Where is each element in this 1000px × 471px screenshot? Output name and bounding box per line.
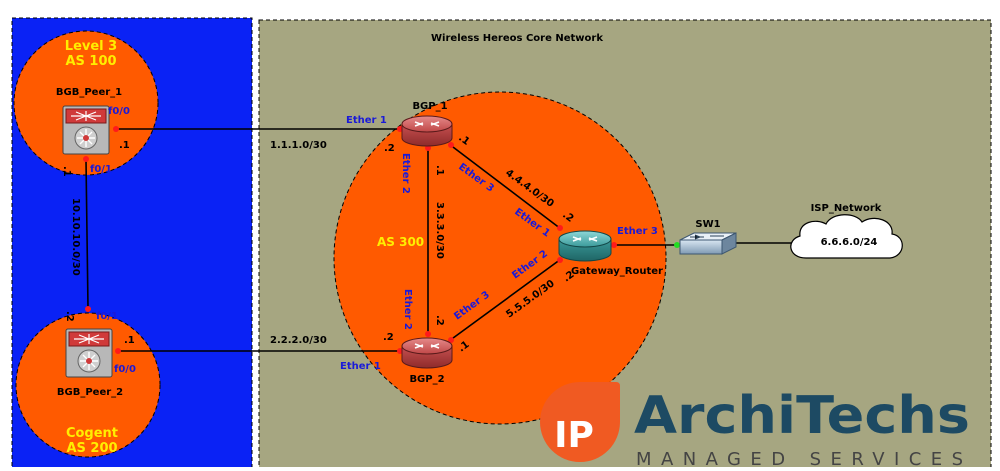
port-dots bbox=[83, 126, 680, 354]
peer1-host-1: .1 bbox=[119, 140, 130, 151]
logo-tagline: MANAGED SERVICES bbox=[636, 449, 972, 467]
bgp-1-router[interactable] bbox=[401, 115, 453, 147]
peer2-host-1: .1 bbox=[124, 335, 135, 346]
bgp2-ether2-host: .2 bbox=[434, 315, 445, 326]
bgp-1-label: BGP_1 bbox=[412, 101, 447, 112]
gateway-router[interactable] bbox=[558, 230, 612, 262]
bgp-2-router[interactable] bbox=[401, 337, 453, 369]
bgp2-ether2-label: Ether 2 bbox=[402, 289, 413, 330]
gw-ether1-host: .2 bbox=[560, 210, 575, 225]
as100-label: AS 100 bbox=[65, 54, 116, 69]
ip-logo-mark: IP bbox=[540, 382, 620, 462]
link-bgp2-gw[interactable] bbox=[448, 258, 562, 342]
subnet-2-2-2-0: 2.2.2.0/30 bbox=[270, 335, 327, 346]
bgp2-host-2: .2 bbox=[383, 332, 394, 343]
peer2-f0-1-host: .2 bbox=[64, 311, 75, 322]
isp-network-label: ISP_Network bbox=[811, 203, 882, 214]
peer1-f0-0-label: f0/0 bbox=[108, 106, 130, 117]
bgp2-ether1-label: Ether 1 bbox=[340, 361, 381, 372]
bgb-peer-1-device[interactable] bbox=[62, 105, 110, 155]
bgp1-ether3-host: .1 bbox=[456, 133, 471, 148]
bgp1-ether1-label: Ether 1 bbox=[346, 115, 387, 126]
peer1-f0-1-label: f0/1 bbox=[90, 164, 112, 175]
peer2-f0-0-label: f0/0 bbox=[114, 364, 136, 375]
cogent-label: Cogent bbox=[66, 426, 118, 441]
subnet-10-10-10-0: 10.10.10.0/30 bbox=[70, 198, 81, 276]
subnet-3-3-3-0: 3.3.3.0/30 bbox=[434, 202, 445, 259]
as200-circle bbox=[15, 312, 161, 458]
peer1-f0-1-host: .1 bbox=[61, 166, 72, 177]
subnet-1-1-1-0: 1.1.1.0/30 bbox=[270, 140, 327, 151]
peer2-f0-1-label: f0/1 bbox=[96, 311, 118, 322]
gw-ether2-host: .2 bbox=[561, 269, 576, 284]
link-bgp1-gw[interactable] bbox=[448, 143, 562, 230]
bgp1-ether2-label: Ether 2 bbox=[400, 153, 411, 194]
isp-subnet-label: 6.6.6.0/24 bbox=[821, 237, 878, 248]
bgp1-host-2: .2 bbox=[384, 143, 395, 154]
logo-wordmark: ArchiTechs bbox=[634, 386, 970, 446]
svg-text:IP: IP bbox=[554, 415, 594, 456]
gateway-router-label: Gateway_Router bbox=[571, 266, 663, 277]
bgp-2-label: BGP_2 bbox=[409, 374, 444, 385]
core-network-title: Wireless Hereos Core Network bbox=[431, 33, 603, 44]
isp-cloud[interactable] bbox=[790, 214, 903, 259]
sw1-switch[interactable] bbox=[679, 232, 737, 255]
level3-label: Level 3 bbox=[65, 39, 117, 54]
bgb-peer-2-label: BGB_Peer_2 bbox=[57, 387, 123, 398]
ip-architechs-logo: IP ArchiTechs MANAGED SERVICES bbox=[540, 382, 972, 470]
as200-label: AS 200 bbox=[66, 441, 117, 456]
as300-label: AS 300 bbox=[377, 235, 424, 249]
bgb-peer-1-label: BGB_Peer_1 bbox=[56, 87, 122, 98]
bgb-peer-2-device[interactable] bbox=[65, 328, 113, 378]
bgp2-ether3-host: .1 bbox=[456, 339, 471, 354]
bgp1-ether2-host: .1 bbox=[434, 165, 445, 176]
as300-circle bbox=[333, 91, 667, 425]
gw-ether3-label: Ether 3 bbox=[617, 226, 658, 237]
sw1-label: SW1 bbox=[695, 219, 720, 230]
links bbox=[85, 128, 796, 352]
link-peer1-peer2[interactable] bbox=[85, 159, 89, 309]
